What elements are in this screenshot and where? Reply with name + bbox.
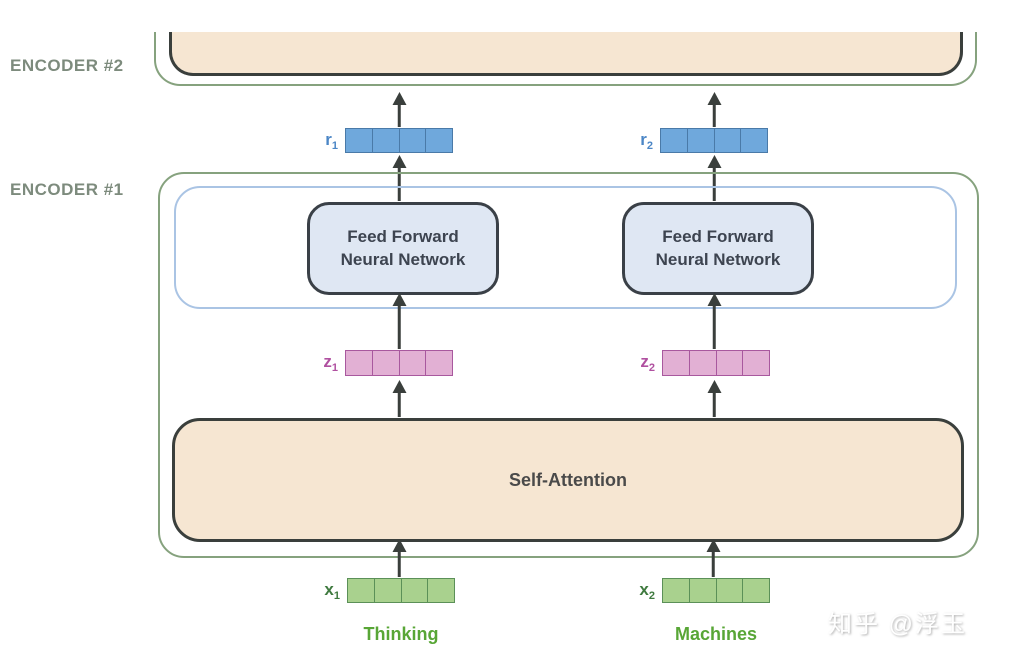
flow-arrow-r2-to-encoder2 — [707, 92, 722, 127]
vector-cell — [402, 579, 429, 602]
vector-cell — [743, 579, 769, 602]
flow-arrow-z2-to-ffnn2 — [707, 293, 722, 349]
vector-z2-label: z2 — [640, 351, 655, 375]
vector-x2-label: x2 — [639, 579, 655, 602]
ffnn-block-2-line1: Feed Forward — [662, 226, 774, 246]
vector-x1: x1 — [324, 578, 455, 603]
vector-z2: z2 — [640, 350, 770, 376]
vector-cell — [717, 351, 744, 375]
vector-r2: r2 — [640, 128, 768, 153]
encoder1-label: ENCODER #1 — [10, 180, 124, 199]
vector-cell — [400, 129, 427, 152]
vector-cell — [661, 129, 688, 152]
vector-cell — [688, 129, 715, 152]
ffnn-block-2: Feed Forward Neural Network — [622, 202, 814, 295]
encoder2-box — [154, 32, 977, 86]
flow-arrow-z1-to-ffnn1 — [392, 293, 407, 349]
vector-r1: r1 — [325, 128, 453, 153]
vector-r1-label: r1 — [325, 129, 338, 152]
vector-cell — [743, 351, 769, 375]
flow-arrow-r1-to-encoder2 — [392, 92, 407, 127]
ffnn-block-1-line1: Feed Forward — [347, 226, 459, 246]
vector-cell — [348, 579, 375, 602]
vector-cell — [428, 579, 454, 602]
self-attention-block: Self-Attention — [172, 418, 964, 542]
flow-arrow-x2-to-selfattn — [706, 539, 721, 577]
vector-r2-cells — [660, 128, 768, 153]
vector-z1: z1 — [323, 350, 453, 376]
vector-cell — [741, 129, 767, 152]
vector-z2-cells — [662, 350, 770, 376]
vector-cell — [690, 579, 717, 602]
vector-z1-cells — [345, 350, 453, 376]
self-attention-label: Self-Attention — [509, 469, 627, 490]
flow-arrow-x1-to-selfattn — [392, 539, 407, 577]
vector-cell — [715, 129, 742, 152]
input-word-machines: Machines — [674, 624, 758, 644]
vector-cell — [717, 579, 744, 602]
vector-cell — [663, 579, 690, 602]
ffnn-block-1-line2: Neural Network — [340, 249, 466, 269]
vector-cell — [663, 351, 690, 375]
vector-cell — [346, 351, 373, 375]
feed-forward-layer-container — [174, 186, 957, 309]
vector-cell — [690, 351, 717, 375]
vector-cell — [373, 351, 400, 375]
flow-arrow-selfattn-to-z1 — [392, 380, 407, 417]
vector-r2-label: r2 — [640, 129, 653, 152]
encoder1-box — [158, 172, 979, 558]
vector-cell — [426, 351, 452, 375]
flow-arrow-selfattn-to-z2 — [707, 380, 722, 417]
vector-cell — [400, 351, 427, 375]
vector-x2-cells — [662, 578, 770, 603]
vector-x2: x2 — [639, 578, 770, 603]
ffnn-block-1: Feed Forward Neural Network — [307, 202, 499, 295]
vector-x1-label: x1 — [324, 579, 340, 602]
vector-cell — [426, 129, 452, 152]
ffnn-block-2-line2: Neural Network — [655, 249, 781, 269]
vector-z1-label: z1 — [323, 351, 338, 375]
vector-x1-cells — [347, 578, 455, 603]
vector-cell — [373, 129, 400, 152]
vector-r1-cells — [345, 128, 453, 153]
encoder2-label: ENCODER #2 — [10, 56, 124, 75]
vector-cell — [346, 129, 373, 152]
watermark: 知乎 @浮玉 — [828, 611, 968, 638]
input-word-thinking: Thinking — [363, 624, 439, 644]
encoder2-sublayer-box — [169, 32, 963, 76]
vector-cell — [375, 579, 402, 602]
